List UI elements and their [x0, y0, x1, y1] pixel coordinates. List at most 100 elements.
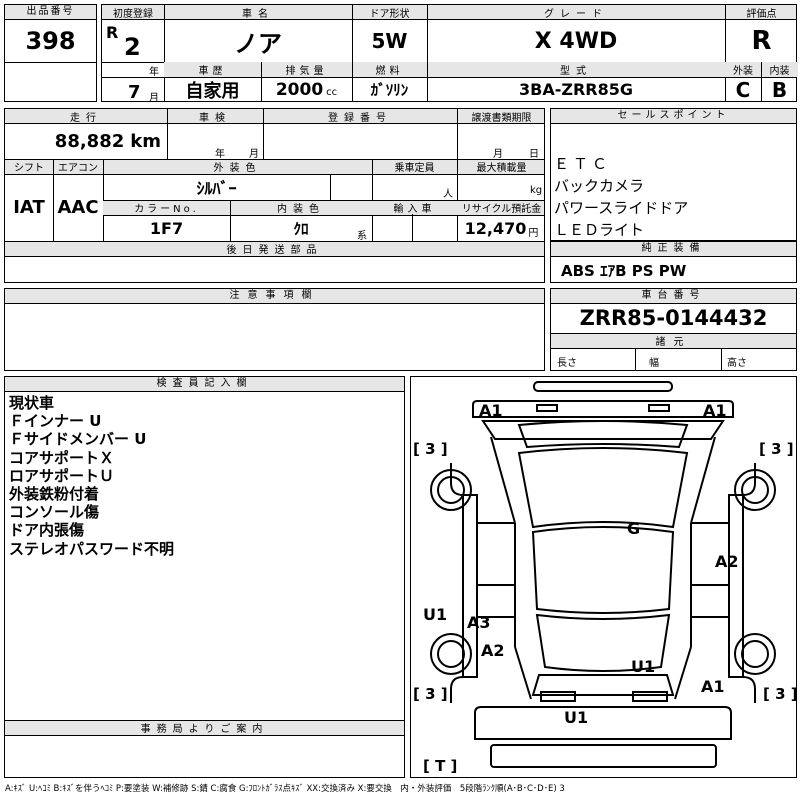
color-no-label: カラーNo. — [134, 204, 199, 215]
capacity-unit: 人 — [443, 189, 453, 200]
lot-number-value: 398 — [25, 27, 76, 55]
recycle-label: リサイクル預託金 — [461, 204, 542, 215]
damage-mark-a2-right: A2 — [715, 552, 739, 571]
car-diagram — [430, 381, 776, 768]
damage-mark-a1-front-right: A1 — [703, 401, 727, 420]
inspection-year-unit: 年 — [215, 149, 225, 160]
car-name-label: 車名 — [242, 8, 274, 20]
door-label: ドア形状 — [369, 8, 410, 20]
tire-mark-front-left: [ 3 ] — [413, 440, 448, 458]
inspector-notes: 現状車 Ｆインナー U Ｆサイドメンバー U コアサポートＸ ロアサポートＵ 外… — [9, 394, 174, 558]
shift-label: シフト — [14, 163, 44, 174]
inspector-line: 現状車 — [9, 394, 55, 412]
spare-tire-mark: [ T ] — [423, 757, 458, 775]
inspector-line: コンソール傷 — [9, 503, 100, 522]
chassis-label: 車台番号 — [551, 289, 796, 304]
sales-points-label: セールスポイント — [551, 109, 796, 124]
int-color-value: ｸﾛ — [293, 219, 309, 238]
sales-point-item: ＬＥＤライト — [554, 221, 645, 239]
int-color-unit: 系 — [357, 231, 367, 242]
aircon-value: AAC — [57, 197, 99, 218]
max-load-unit: kg — [530, 185, 543, 196]
later-parts-label: 後日発送部品 — [226, 245, 323, 256]
history-label: 車歴 — [198, 66, 227, 77]
damage-mark-a2-left: A2 — [481, 641, 505, 660]
score-label: 評価点 — [746, 8, 777, 20]
inspector-line: Ｆインナー U — [9, 412, 102, 431]
recycle-field: 12,470 円 — [457, 215, 546, 241]
inspector-line: ドア内張傷 — [9, 521, 85, 540]
displacement-field: 2000 cc — [261, 77, 352, 102]
inspector-line: コアサポートＸ — [9, 448, 115, 467]
exterior-label: 外装 — [733, 66, 753, 77]
sales-points-list: ＥＴＣ バックカメラ パワースライドドア ＬＥＤライト — [554, 153, 688, 241]
transfer-label: 譲渡書類期限 — [471, 112, 532, 124]
inspector-line: Ｆサイドメンバー U — [9, 430, 147, 449]
spec-length-label: 長さ — [557, 358, 577, 369]
ext-color-value: ｼﾙﾊﾞｰ — [196, 179, 237, 198]
equipment-label: 純正装備 — [551, 242, 796, 257]
sales-point-item: ＥＴＣ — [554, 155, 612, 173]
inspector-line: 外装鉄粉付着 — [9, 485, 100, 504]
inspector-line: ステレオパスワード不明 — [9, 539, 175, 558]
office-label: 事務局よりご案内 — [140, 724, 269, 735]
damage-mark-u1-rear: U1 — [631, 657, 656, 676]
details-box: 走行 車検 登録番号 譲渡書類期限 88,882 km 年 月 月 日 シフト … — [4, 108, 545, 283]
int-color-label: 内装色 — [277, 204, 325, 215]
interior-value: B — [771, 77, 788, 102]
lot-number-label: 出品番号 — [5, 5, 96, 20]
inspector-label: 検査員記入欄 — [5, 377, 404, 392]
displacement-value: 2000 — [275, 79, 324, 100]
tire-mark-rear-right: [ 3 ] — [763, 685, 798, 703]
damage-mark-a1-front-left: A1 — [479, 401, 503, 420]
import-label: 輸入車 — [393, 204, 436, 215]
sales-point-item: パワースライドドア — [554, 199, 689, 217]
mileage-label: 走行 — [70, 112, 102, 124]
recycle-value: 12,470 — [464, 218, 527, 238]
chassis-box: 車台番号 ZRR85-0144432 諸元 長さ 幅 高さ — [550, 288, 797, 371]
reg-month-unit: 月 — [149, 93, 159, 104]
max-load-label: 最大積載量 — [476, 163, 527, 174]
fuel-value: ｶﾞｿﾘﾝ — [370, 81, 409, 99]
damage-mark-g-windshield: G — [627, 519, 641, 538]
legend-text: A:ｷｽﾞ U:ﾍｺﾐ B:ｷｽﾞを伴うﾍｺﾐ P:要塗装 W:補修跡 S:錆 … — [5, 784, 565, 794]
grade-label: グレード — [544, 8, 608, 20]
fuel-label: 燃料 — [375, 66, 404, 77]
specs-label: 諸元 — [655, 337, 692, 348]
damage-mark-u1-bumper: U1 — [564, 708, 589, 727]
sales-points-box: セールスポイント ＥＴＣ バックカメラ パワースライドドア ＬＥＤライト — [550, 108, 797, 241]
model-value: 3BA-ZRR85G — [519, 80, 633, 99]
interior-label: 内装 — [769, 66, 790, 77]
sales-point-item: バックカメラ — [554, 177, 645, 195]
damage-mark-a3-left: A3 — [467, 613, 491, 632]
model-label: 型式 — [560, 66, 592, 77]
damage-mark-a1-rear-right: A1 — [701, 677, 725, 696]
tire-mark-rear-left: [ 3 ] — [413, 685, 448, 703]
inspector-line: ロアサポートＵ — [9, 466, 115, 485]
mileage-unit: km — [130, 130, 161, 152]
inspection-label: 車検 — [199, 112, 231, 124]
tire-mark-front-right: [ 3 ] — [759, 440, 794, 458]
reg-month-value: 7 — [128, 82, 141, 103]
reg-year-value: 2 — [124, 33, 141, 61]
first-reg-label: 初度登録 — [113, 8, 153, 20]
ext-color-label: 外装色 — [213, 163, 262, 174]
history-value: 自家用 — [185, 80, 240, 102]
equipment-value: ABS ｴｱB PS PW — [561, 262, 687, 280]
era-mark: R — [106, 23, 119, 42]
exterior-value: C — [735, 77, 751, 102]
equipment-box: 純正装備 ABS ｴｱB PS PW — [550, 241, 797, 283]
shift-value: IAT — [13, 197, 45, 218]
aircon-label: エアコン — [58, 163, 98, 174]
capacity-label: 乗車定員 — [394, 163, 435, 174]
spec-width-label: 幅 — [649, 358, 659, 369]
reg-year-unit: 年 — [149, 67, 159, 78]
car-name-value: ノア — [234, 29, 282, 58]
chassis-value: ZRR85-0144432 — [579, 306, 768, 330]
grade-value: X 4WD — [534, 28, 618, 54]
inspection-month-unit: 月 — [249, 149, 259, 160]
displacement-label: 排気量 — [285, 66, 328, 77]
color-no-value: 1F7 — [149, 218, 184, 238]
car-diagram-box: A1 A1 [ 3 ] [ 3 ] G A2 U1 A3 A2 U1 A1 [ … — [410, 376, 798, 778]
door-value: 5W — [371, 29, 408, 53]
